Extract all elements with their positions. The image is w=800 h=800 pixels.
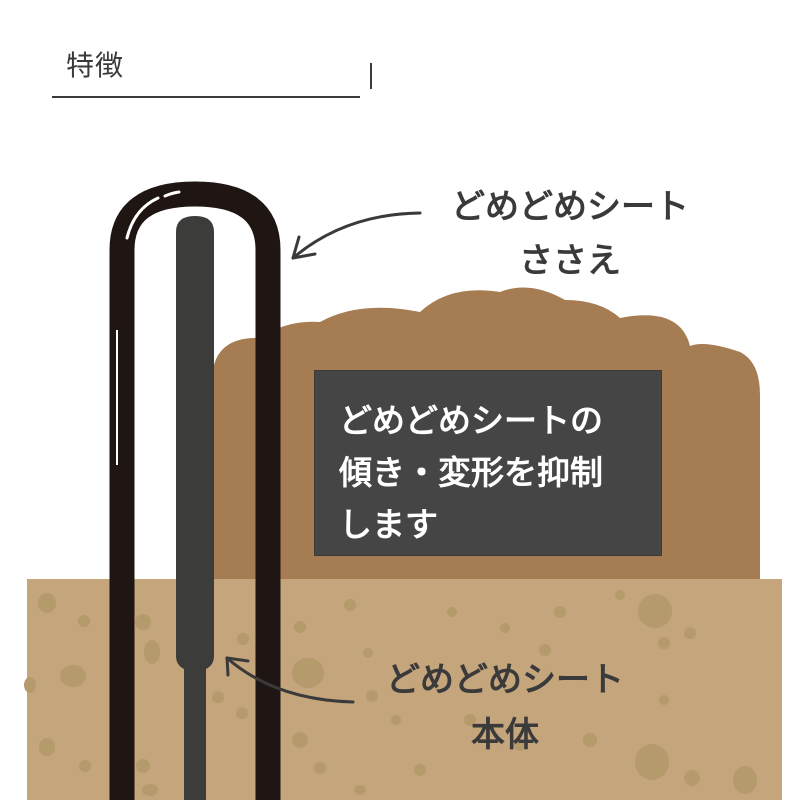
title-divider [370,63,372,89]
info-line-2: 傾き・変形を抑制 [339,453,603,492]
page-title: 特徴 [66,49,125,82]
stake-label-line2: ささえ [519,241,621,281]
sheet-body [176,216,214,800]
stake-label-line1: どめどめシート [451,187,689,227]
info-line-3: します [339,505,438,544]
stake-highlight [125,196,160,240]
info-line-1: どめどめシートの [339,401,603,440]
ground-pebbles [24,590,757,796]
u-stake [109,181,281,800]
info-box: どめどめシートの 傾き・変形を抑制 します [314,370,662,556]
body-label-line1: どめどめシート [386,660,624,700]
arrow-to-stake-icon [291,211,422,260]
body-label-line2: 本体 [471,715,539,755]
arrow-to-body-icon [225,656,355,704]
title-underline [52,96,360,98]
